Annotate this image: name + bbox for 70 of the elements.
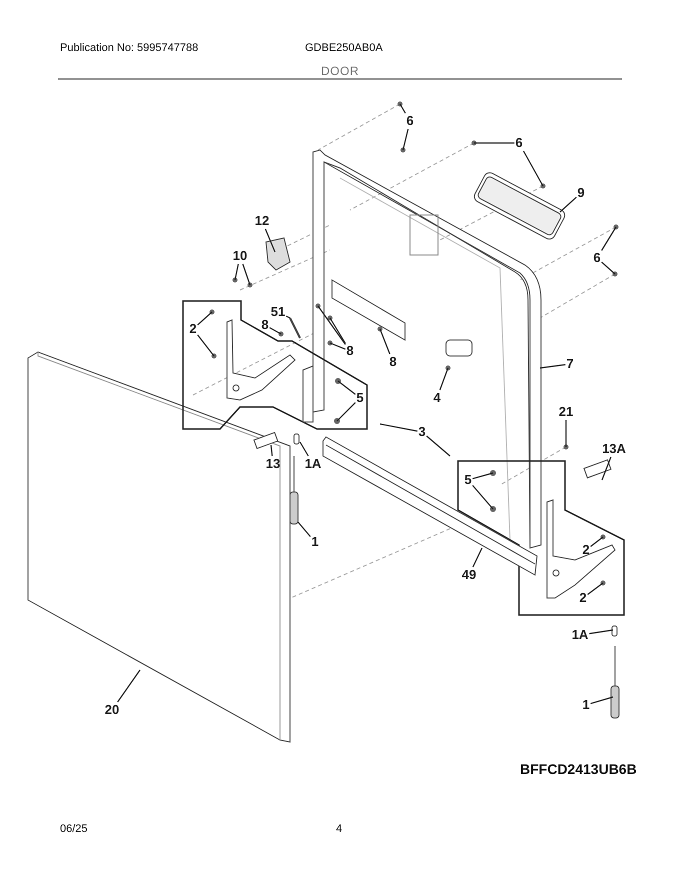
date: 06/25 xyxy=(60,823,88,835)
leader-line xyxy=(197,312,212,326)
leader-line xyxy=(601,456,612,480)
leader-line xyxy=(197,334,214,356)
leader-line xyxy=(560,196,577,212)
leader-line xyxy=(234,264,239,280)
leader-line xyxy=(117,670,140,702)
section-title: DOOR xyxy=(320,64,360,78)
callout-number: 6 xyxy=(593,251,601,265)
callout-number: 12 xyxy=(254,214,270,228)
leader-line xyxy=(330,342,346,350)
leader-line xyxy=(522,150,544,186)
leader-line xyxy=(601,262,616,274)
leader-line xyxy=(242,264,251,286)
callout-number: 6 xyxy=(515,136,523,150)
callout-number: 20 xyxy=(104,703,120,717)
leader-line xyxy=(299,442,309,456)
leader-line xyxy=(472,548,483,568)
leader-line xyxy=(590,696,614,704)
callout-number: 8 xyxy=(261,318,269,332)
leader-line xyxy=(590,536,604,547)
callout-number: 13 xyxy=(266,457,280,471)
leader-line xyxy=(338,380,356,395)
leader-line xyxy=(286,316,290,319)
callout-number: 7 xyxy=(566,357,574,371)
callout-number: 5 xyxy=(464,473,472,487)
leader-line xyxy=(472,472,494,480)
callout-number: 3 xyxy=(418,425,426,439)
leader-line xyxy=(336,402,356,422)
leader-line xyxy=(540,364,566,369)
leader-line xyxy=(379,328,390,354)
callout-number: 2 xyxy=(579,591,587,605)
callout-number: 1A xyxy=(572,628,588,642)
callout-number: 5 xyxy=(356,391,364,405)
leader-line xyxy=(472,485,494,510)
callout-number: 2 xyxy=(582,543,590,557)
page-number: 4 xyxy=(336,823,342,835)
callout-number: 8 xyxy=(389,355,397,369)
leader-line xyxy=(474,142,514,144)
callout-number: 21 xyxy=(558,405,574,419)
callout-number: 1 xyxy=(582,698,590,712)
leader-line xyxy=(439,368,449,390)
model-number: GDBE250AB0A xyxy=(305,42,383,54)
leader-line xyxy=(587,582,604,595)
leader-line xyxy=(565,420,567,447)
leader-line xyxy=(380,423,418,432)
callout-number: 2 xyxy=(189,322,197,336)
leader-line xyxy=(399,104,406,114)
leader-line xyxy=(264,228,276,252)
callout-number: 10 xyxy=(232,249,248,263)
leader-line xyxy=(318,306,346,345)
diagram-code: BFFCD2413UB6B xyxy=(520,761,637,777)
callout-number: 1 xyxy=(311,535,319,549)
leader-line xyxy=(269,327,282,335)
publication-number: Publication No: 5995747788 xyxy=(60,42,198,54)
callout-number: 9 xyxy=(577,186,585,200)
callout-number: 51 xyxy=(270,305,286,319)
callout-number: 8 xyxy=(346,344,354,358)
callout-number: 13A xyxy=(602,442,626,456)
callout-number: 6 xyxy=(406,114,414,128)
leader-line xyxy=(601,226,617,251)
leader-line xyxy=(329,318,346,344)
leader-line xyxy=(298,522,311,537)
callout-number: 49 xyxy=(462,568,476,582)
leader-line xyxy=(270,444,273,456)
callout-number: 4 xyxy=(433,391,441,405)
leader-line xyxy=(426,436,450,456)
callout-number: 1A xyxy=(304,457,322,471)
leader-line xyxy=(589,629,614,634)
leader-line xyxy=(402,128,409,150)
